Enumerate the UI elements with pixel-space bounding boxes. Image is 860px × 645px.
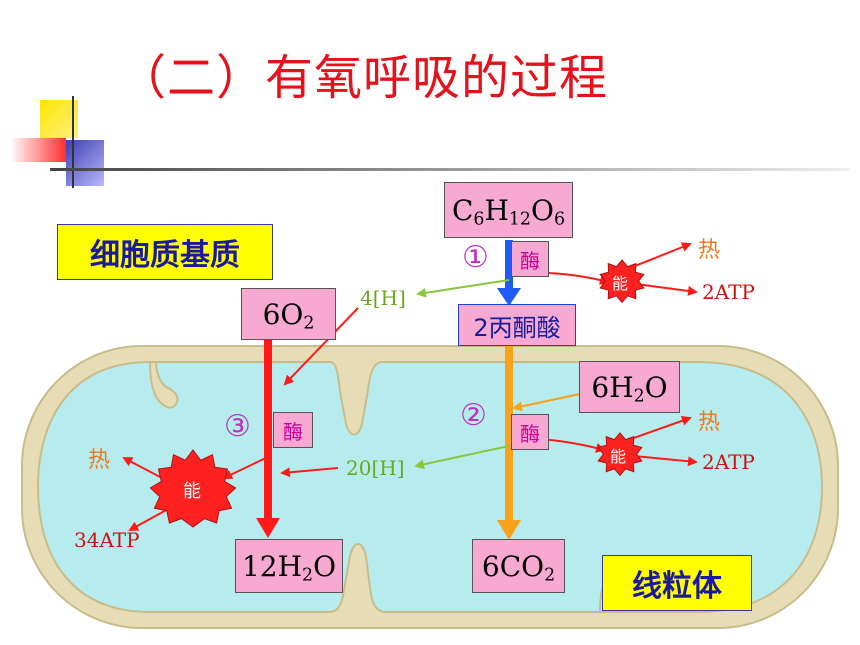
water-in-box: 6H2O [579, 361, 680, 413]
arrow-4h-to-stage3 [283, 307, 359, 386]
energy-label-stage1: 能 [612, 274, 629, 293]
pyruvate-box: 2丙酮酸 [458, 304, 576, 346]
oxygen-formula: 6O2 [262, 297, 315, 333]
arrow-energy1-heat [629, 242, 692, 269]
mitochondria-label-text: 线粒体 [632, 569, 722, 604]
arrow-20h-to-stage3 [280, 467, 339, 478]
energy-star-stage1 [599, 259, 645, 304]
water-in-formula: 6H2O [591, 370, 668, 406]
energy-star-stage3 [149, 449, 237, 528]
decor-vertical-line [72, 96, 74, 188]
enzyme-box-stage3: 酶 [273, 412, 313, 448]
decor-yellow-square [40, 100, 78, 138]
atp-label-stage1: 2ATP [702, 280, 755, 304]
arrow-energy3-atp [128, 507, 171, 531]
arrow-water-in [512, 393, 581, 412]
atp-label-stage2: 2ATP [702, 450, 755, 474]
atp-label-stage3: 34ATP [74, 528, 140, 552]
step1-marker: ① [462, 240, 489, 275]
decor-red-square [10, 138, 66, 162]
hydrogen-stage1-label: 4[H] [360, 286, 406, 310]
energy-star-stage2 [597, 432, 643, 477]
step3-marker: ③ [224, 409, 251, 444]
hydrogen-stage2-label: 20[H] [346, 456, 405, 480]
header-underline [50, 168, 850, 171]
glucose-box: C6H12O6 [444, 182, 573, 238]
enzyme-box-stage1: 酶 [511, 241, 549, 277]
arrow-stage3-energy [222, 455, 271, 480]
cytoplasm-label: 细胞质基质 [57, 224, 273, 280]
heat-label-stage3: 热 [88, 448, 111, 473]
enzyme-box-stage2: 酶 [511, 414, 549, 450]
page-title: （二）有氧呼吸的过程 [118, 50, 609, 106]
water-out-box: 12H2O [235, 539, 343, 593]
glucose-formula: C6H12O6 [451, 193, 565, 229]
mitochondrion-inner-membrane [36, 361, 824, 613]
mitochondria-label: 线粒体 [602, 555, 752, 611]
water-out-formula: 12H2O [241, 549, 337, 585]
oxygen-box: 6O2 [241, 288, 336, 340]
heat-label-stage1: 热 [698, 238, 721, 263]
arrow-pyruvate-to-co2-head [497, 520, 521, 540]
co2-box: 6CO2 [472, 539, 565, 593]
energy-label-stage3: 能 [183, 481, 201, 502]
mitochondrion-crista-left [148, 361, 179, 409]
heat-label-stage2: 热 [698, 410, 721, 435]
arrow-energy2-atp [633, 455, 698, 467]
arrow-glucose-to-pyruvate-head [497, 288, 521, 306]
arrow-4h [416, 279, 510, 298]
arrow-energy3-heat [122, 457, 163, 479]
energy-label-stage2: 能 [610, 447, 627, 466]
co2-formula: 6CO2 [481, 549, 556, 585]
step2-marker: ② [460, 398, 487, 433]
arrow-20h [414, 445, 510, 470]
arrow-energy1-atp [635, 283, 698, 296]
arrow-energy2-heat [627, 415, 692, 441]
arrow-oxygen-to-water-head [256, 518, 280, 538]
